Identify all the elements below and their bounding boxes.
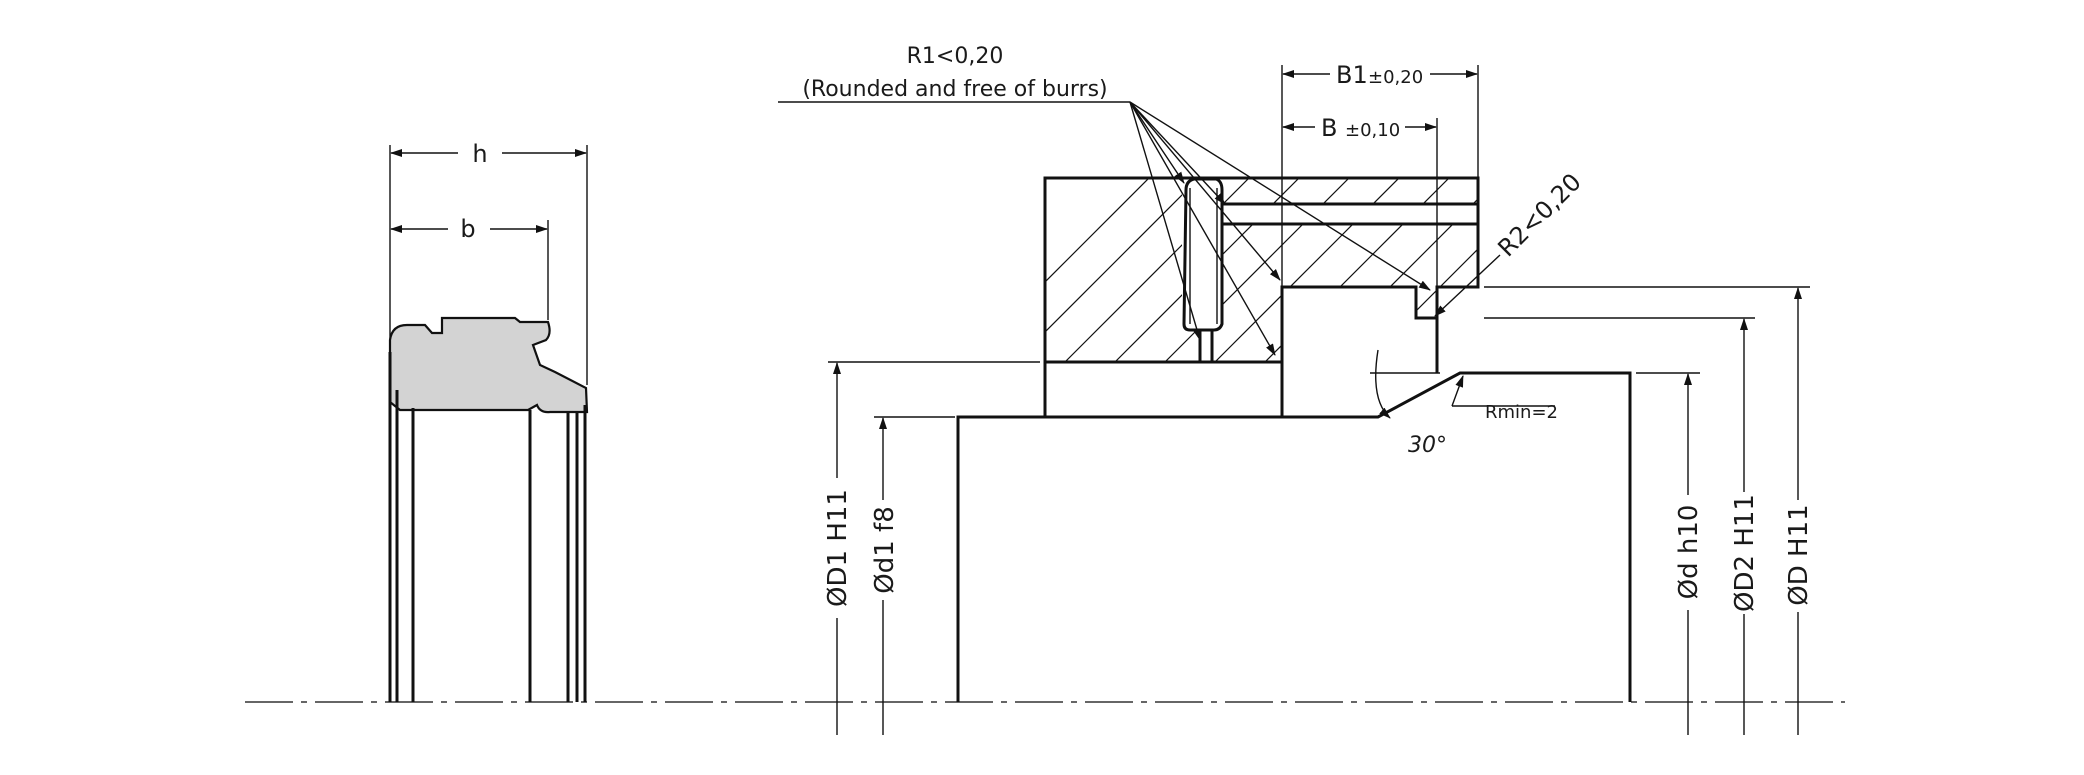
- seal-profile: [388, 316, 589, 414]
- d-label: Ød h10: [1674, 505, 1704, 600]
- top-dimensions: B1 ±0,20 B ±0,10: [1281, 61, 1479, 290]
- b1-label: B1: [1336, 61, 1368, 89]
- D1-label: ØD1 H11: [823, 489, 853, 607]
- assembly-view: Rmin=2 30°: [956, 176, 1632, 702]
- b1-tol: ±0,20: [1368, 67, 1423, 88]
- r1-annotation: R1<0,20 (Rounded and free of burrs): [778, 44, 1431, 356]
- seal-view: h b: [388, 140, 589, 702]
- D-label: ØD H11: [1784, 504, 1814, 605]
- b-tol: ±0,10: [1345, 120, 1400, 141]
- d1-label: Ød1 f8: [870, 506, 900, 593]
- r2-annotation: R2<0,20: [1434, 168, 1587, 317]
- angle-label: 30°: [1408, 433, 1447, 458]
- D2-label: ØD2 H11: [1730, 494, 1760, 612]
- r1-label: R1<0,20: [907, 44, 1004, 69]
- r1-note: (Rounded and free of burrs): [802, 77, 1107, 102]
- diameter-dimensions: ØD1 H11 Ød1 f8 Ød h10 ØD2 H11 ØD H11: [823, 286, 1814, 735]
- rmin-label: Rmin=2: [1485, 402, 1558, 423]
- b-seal-label: b: [460, 215, 475, 243]
- b-label: B: [1321, 114, 1337, 142]
- h-label: h: [472, 140, 487, 168]
- r2-label: R2<0,20: [1492, 168, 1586, 262]
